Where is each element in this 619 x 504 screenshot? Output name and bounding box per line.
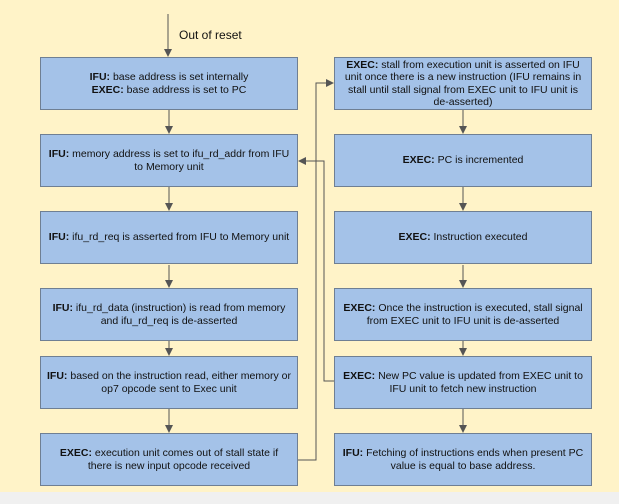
unit-tag: EXEC: <box>343 370 376 382</box>
left-step-4: IFU: ifu_rd_data (instruction) is read f… <box>40 288 298 341</box>
right-step-3: EXEC: Instruction executed <box>334 211 592 264</box>
right-step-4: EXEC: Once the instruction is executed, … <box>334 288 592 341</box>
unit-tag: IFU: <box>89 71 111 83</box>
left-step-5: IFU: based on the instruction read, eith… <box>40 356 298 409</box>
unit-tag: EXEC: <box>343 302 376 314</box>
left-step-6: EXEC: execution unit comes out of stall … <box>40 433 298 486</box>
right-step-2: EXEC: PC is incremented <box>334 134 592 187</box>
unit-tag: IFU: <box>48 231 70 244</box>
step-text: execution unit comes out of stall state … <box>87 447 279 472</box>
step-text: New PC value is updated from EXEC unit t… <box>375 370 583 395</box>
step-text: stall from execution unit is asserted on… <box>344 58 582 109</box>
step-text: ifu_rd_req is asserted from IFU to Memor… <box>69 231 290 244</box>
left-step-3: IFU: ifu_rd_req is asserted from IFU to … <box>40 211 298 264</box>
step-text: Fetching of instructions ends when prese… <box>363 447 584 472</box>
unit-tag: IFU: <box>52 302 73 314</box>
step-text: Instruction executed <box>430 231 528 244</box>
arrow-feedback <box>298 157 334 382</box>
right-step-1: EXEC: stall from execution unit is asser… <box>334 57 592 110</box>
right-step-5: EXEC: New PC value is updated from EXEC … <box>334 356 592 409</box>
bottom-strip <box>0 492 619 504</box>
unit-tag: EXEC: <box>346 58 379 71</box>
unit-tag: EXEC: <box>402 154 435 167</box>
step-text: base address is set to PC <box>123 83 247 96</box>
start-label: Out of reset <box>179 28 242 42</box>
left-step-2: IFU: memory address is set to ifu_rd_add… <box>40 134 298 187</box>
step-text: base address is set internally <box>110 71 249 83</box>
unit-tag: EXEC: <box>91 83 124 96</box>
unit-tag: EXEC: <box>59 447 92 459</box>
unit-tag: IFU: <box>47 370 68 382</box>
step-text: Once the instruction is executed, stall … <box>366 302 583 327</box>
step-text: ifu_rd_data (instruction) is read from m… <box>73 302 286 327</box>
unit-tag: EXEC: <box>398 231 431 244</box>
unit-tag: IFU: <box>342 447 364 459</box>
step-text: based on the instruction read, either me… <box>67 370 291 395</box>
unit-tag: IFU: <box>48 148 70 160</box>
arrow-left-to-right <box>298 79 334 461</box>
step-text: memory address is set to ifu_rd_addr fro… <box>69 148 290 173</box>
right-step-6: IFU: Fetching of instructions ends when … <box>334 433 592 486</box>
step-text: PC is incremented <box>434 154 524 167</box>
